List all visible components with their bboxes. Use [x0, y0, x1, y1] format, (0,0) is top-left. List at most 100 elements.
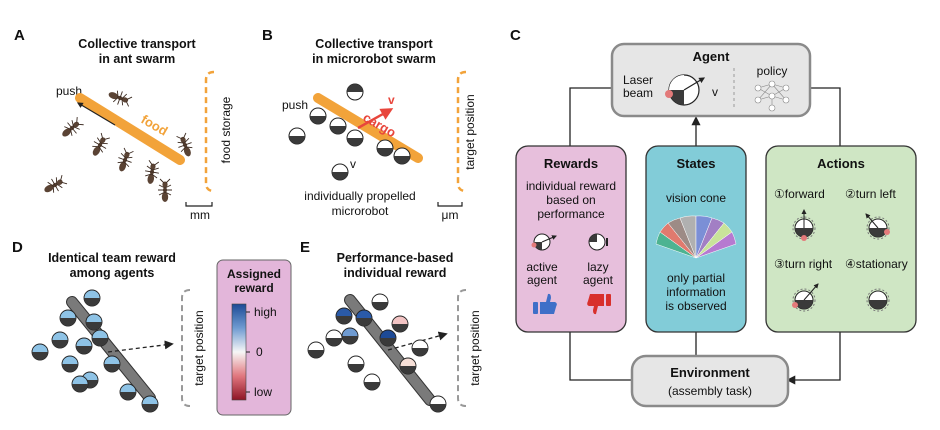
ant-icon — [105, 86, 134, 109]
rewards-box: Rewards individual reward based on perfo… — [515, 145, 627, 333]
velocity-arrow — [357, 108, 394, 130]
panel-label-c: C — [510, 27, 521, 44]
microrobot-icon — [31, 343, 49, 361]
robot-velocity-label: v — [350, 157, 356, 171]
microrobot-icon — [307, 341, 325, 359]
agent-to-actions-line — [810, 87, 841, 146]
forward-robot-icon — [792, 209, 816, 241]
panel-b-title-line2: in microrobot swarm — [312, 52, 436, 66]
active-agent-line2: agent — [527, 273, 558, 287]
legend-title-line1: Assigned — [227, 267, 281, 281]
policy-label: policy — [757, 64, 788, 78]
microrobot-icon — [429, 395, 447, 413]
microrobot-icon — [83, 289, 101, 307]
panel-b-title-line1: Collective transport — [315, 37, 433, 51]
microrobot-icon — [399, 357, 417, 375]
legend-title-line2: reward — [234, 281, 273, 295]
microrobot-icon — [103, 355, 121, 373]
microrobot-icon — [341, 327, 359, 345]
food-storage-label: food storage — [219, 96, 233, 163]
microrobot-icon — [329, 117, 347, 135]
microrobot-icon — [346, 129, 364, 147]
microrobot-icon — [61, 355, 79, 373]
reward-colorbar — [231, 303, 247, 401]
panel-b: B Collective transport in microrobot swa… — [262, 27, 477, 222]
microrobot-icon — [391, 315, 409, 333]
microrobot-icon — [347, 355, 365, 373]
legend-high-label: high — [254, 305, 277, 319]
target-position-label-e: target position — [468, 310, 482, 385]
action-stationary-label: ④stationary — [845, 257, 908, 271]
laser-label-line1: Laser — [623, 73, 653, 87]
microrobot-icon — [85, 313, 103, 331]
microrobot-icon — [288, 127, 306, 145]
stationary-robot-icon — [866, 288, 890, 312]
food-storage-outline — [204, 70, 215, 193]
agent-robot-icon — [665, 74, 706, 106]
caption-line2: microrobot — [332, 204, 389, 218]
lazy-agent-line2: agent — [583, 273, 614, 287]
microrobot-icon — [371, 293, 389, 311]
rewards-to-agent-arrow — [569, 83, 620, 146]
microrobot-icon — [346, 83, 364, 101]
panel-e: E Performance-based individual reward ta… — [300, 239, 482, 413]
scale-bar-b — [437, 202, 463, 207]
rod-d — [67, 297, 155, 403]
ant-icon — [142, 159, 162, 186]
environment-to-rewards-line — [569, 332, 632, 381]
action-turn-right-label: ③turn right — [774, 257, 833, 271]
panel-d-title-line1: Identical team reward — [48, 251, 176, 265]
panel-label-b: B — [262, 27, 273, 44]
panel-label-e: E — [300, 239, 310, 256]
actions-box: Actions ①forward ②turn left ③turn right … — [765, 145, 917, 333]
active-agent-icon — [531, 233, 557, 251]
lazy-agent-line1: lazy — [587, 260, 608, 274]
environment-title: Environment — [670, 365, 750, 380]
microrobot-icon — [59, 309, 77, 327]
states-line3: is observed — [665, 299, 726, 313]
microrobot-icon — [325, 329, 343, 347]
target-position-outline-e — [457, 289, 467, 407]
transport-arrow-d — [107, 340, 174, 353]
laser-label-line2: beam — [623, 86, 653, 100]
target-position-label-b: target position — [463, 94, 477, 169]
target-position-outline-b — [456, 70, 467, 193]
ant-icon — [57, 115, 86, 142]
microrobot-icon — [331, 163, 349, 181]
push-arrow — [76, 102, 116, 126]
panel-c: C Agent Laser beam v policy — [510, 27, 917, 408]
agent-box: Agent Laser beam v policy — [610, 42, 812, 118]
actions-title: Actions — [817, 156, 865, 171]
states-line1: only partial — [667, 271, 725, 285]
microrobot-icon — [71, 375, 89, 393]
vision-cone-icon — [655, 215, 737, 259]
legend-low-label: low — [254, 385, 272, 399]
states-box: States vision cone only partial informat… — [645, 145, 747, 333]
scale-label-a: mm — [190, 208, 210, 222]
panel-label-a: A — [14, 27, 25, 44]
individual-robots-e — [307, 293, 447, 413]
microrobot-icon — [141, 395, 159, 413]
legend-zero-label: 0 — [256, 345, 263, 359]
microrobot-icon — [355, 309, 373, 327]
panel-b-push-label: push — [282, 98, 308, 112]
microrobot-icon — [91, 329, 109, 347]
target-position-outline-d — [181, 289, 191, 407]
reward-legend: Assigned reward high 0 low — [216, 259, 292, 416]
panel-a-title-line2: in ant swarm — [99, 52, 175, 66]
microrobot-icon — [51, 331, 69, 349]
thumbs-up-icon — [533, 293, 557, 314]
ant-icon — [40, 172, 69, 198]
panel-d: D Identical team reward among agents tar… — [12, 239, 206, 413]
states-title: States — [676, 156, 715, 171]
vision-cone-label: vision cone — [666, 191, 726, 205]
microrobot-icon — [411, 339, 429, 357]
rewards-line1: individual reward — [526, 179, 616, 193]
rewards-line2: based on — [546, 193, 595, 207]
action-forward-label: ①forward — [774, 187, 825, 201]
thumbs-down-icon — [587, 294, 611, 315]
microrobot-icon — [363, 373, 381, 391]
panel-d-title-line2: among agents — [70, 266, 155, 280]
panel-label-d: D — [12, 239, 23, 256]
turn-left-robot-icon — [865, 213, 890, 240]
